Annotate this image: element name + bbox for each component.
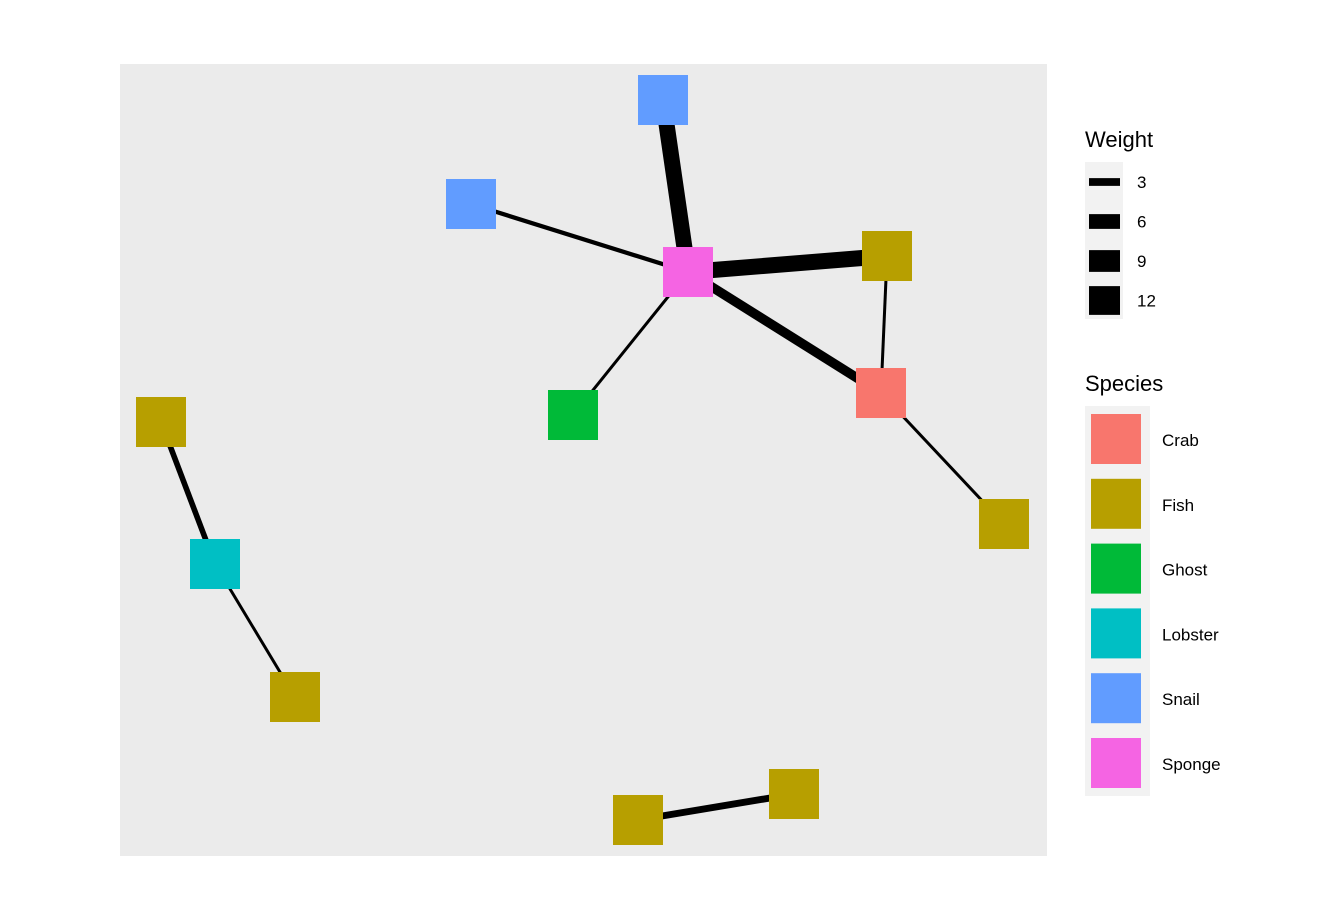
species-legend-key-background [1085, 406, 1150, 796]
edge-n2-n3 [470, 201, 689, 275]
species-legend-label: Ghost [1162, 561, 1208, 580]
plot-panel [120, 64, 1047, 856]
nodes-layer [136, 75, 1029, 845]
node-fish [270, 672, 320, 722]
node-fish [769, 769, 819, 819]
node-crab [856, 368, 906, 418]
node-ghost [548, 390, 598, 440]
species-legend-label: Sponge [1162, 755, 1221, 774]
edge-n3-n4 [687, 248, 888, 280]
weight-legend-label: 3 [1137, 173, 1146, 192]
node-snail [638, 75, 688, 125]
node-fish [136, 397, 186, 447]
node-fish [862, 231, 912, 281]
species-legend-swatch-ghost [1091, 543, 1141, 594]
weight-legend-title: Weight [1085, 127, 1153, 152]
weight-legend-label: 9 [1137, 252, 1146, 271]
node-lobster [190, 539, 240, 589]
species-legend-swatch-snail [1091, 673, 1141, 724]
species-legend-swatch-fish [1091, 478, 1141, 529]
species-legend-title: Species [1085, 371, 1163, 396]
weight-legend-label: 12 [1137, 292, 1156, 311]
species-legend-label: Snail [1162, 690, 1200, 709]
species-legend-swatch-sponge [1091, 738, 1141, 788]
species-legend-swatch-crab [1091, 414, 1141, 464]
node-fish [979, 499, 1029, 549]
species-legend-label: Crab [1162, 431, 1199, 450]
edge-n1-n3 [655, 98, 696, 274]
edge-n3-n6 [685, 267, 884, 398]
node-fish [613, 795, 663, 845]
species-legend-label: Lobster [1162, 625, 1219, 644]
node-snail [446, 179, 496, 229]
species-legend-swatch-lobster [1091, 608, 1141, 659]
weight-legend-label: 6 [1137, 213, 1146, 232]
weight-legend: Weight 3 6 9 12 [1085, 127, 1156, 319]
edge-n11-n12 [637, 790, 795, 824]
node-sponge [663, 247, 713, 297]
species-legend-label: Fish [1162, 496, 1194, 515]
